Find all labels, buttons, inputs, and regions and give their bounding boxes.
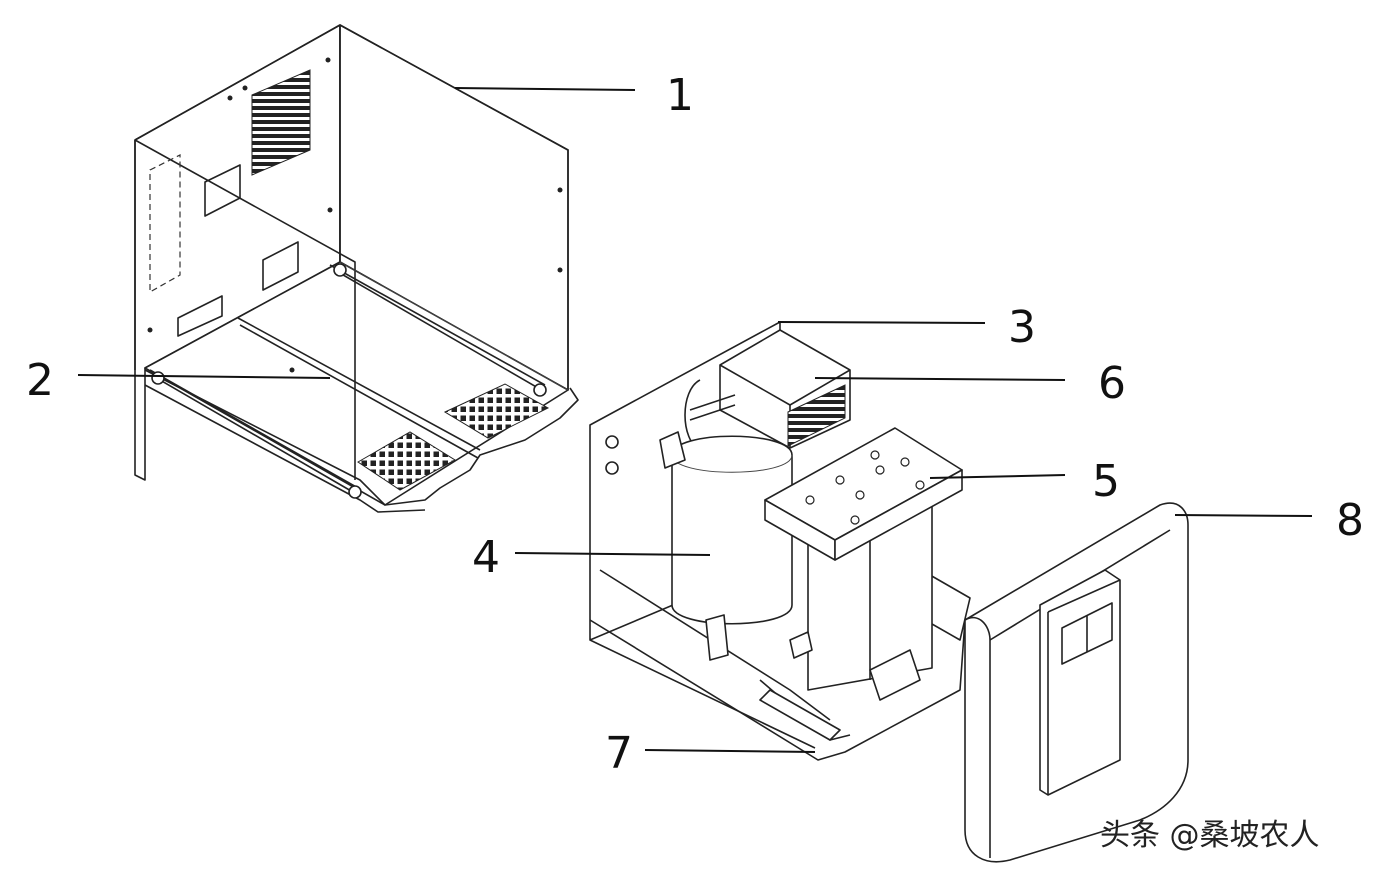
- leader-4: [514, 552, 711, 556]
- compressor: [659, 431, 793, 661]
- leader-lines: [77, 87, 1313, 753]
- leader-5: [929, 474, 1066, 479]
- leader-1: [454, 87, 636, 91]
- leader-7: [644, 749, 816, 753]
- leader-3: [777, 321, 986, 324]
- callout-7: 7: [605, 728, 633, 779]
- callout-2: 2: [26, 355, 54, 406]
- leader-8: [1174, 514, 1313, 517]
- leader-2: [77, 374, 331, 379]
- callout-5: 5: [1092, 456, 1120, 507]
- control-block: [764, 427, 963, 701]
- callout-labels: 1 2 3 4 5 6 7 8: [26, 70, 1364, 779]
- cabinet-shell: [134, 24, 579, 513]
- callout-6: 6: [1098, 358, 1126, 409]
- front-door-panel: [964, 502, 1189, 863]
- watermark-text: 头条 @桑坡农人: [1100, 818, 1320, 853]
- callout-8: 8: [1336, 495, 1364, 546]
- condenser-unit: [684, 329, 851, 451]
- callout-3: 3: [1008, 302, 1036, 353]
- callout-1: 1: [666, 70, 694, 121]
- callout-4: 4: [472, 532, 500, 583]
- leader-6: [814, 377, 1066, 381]
